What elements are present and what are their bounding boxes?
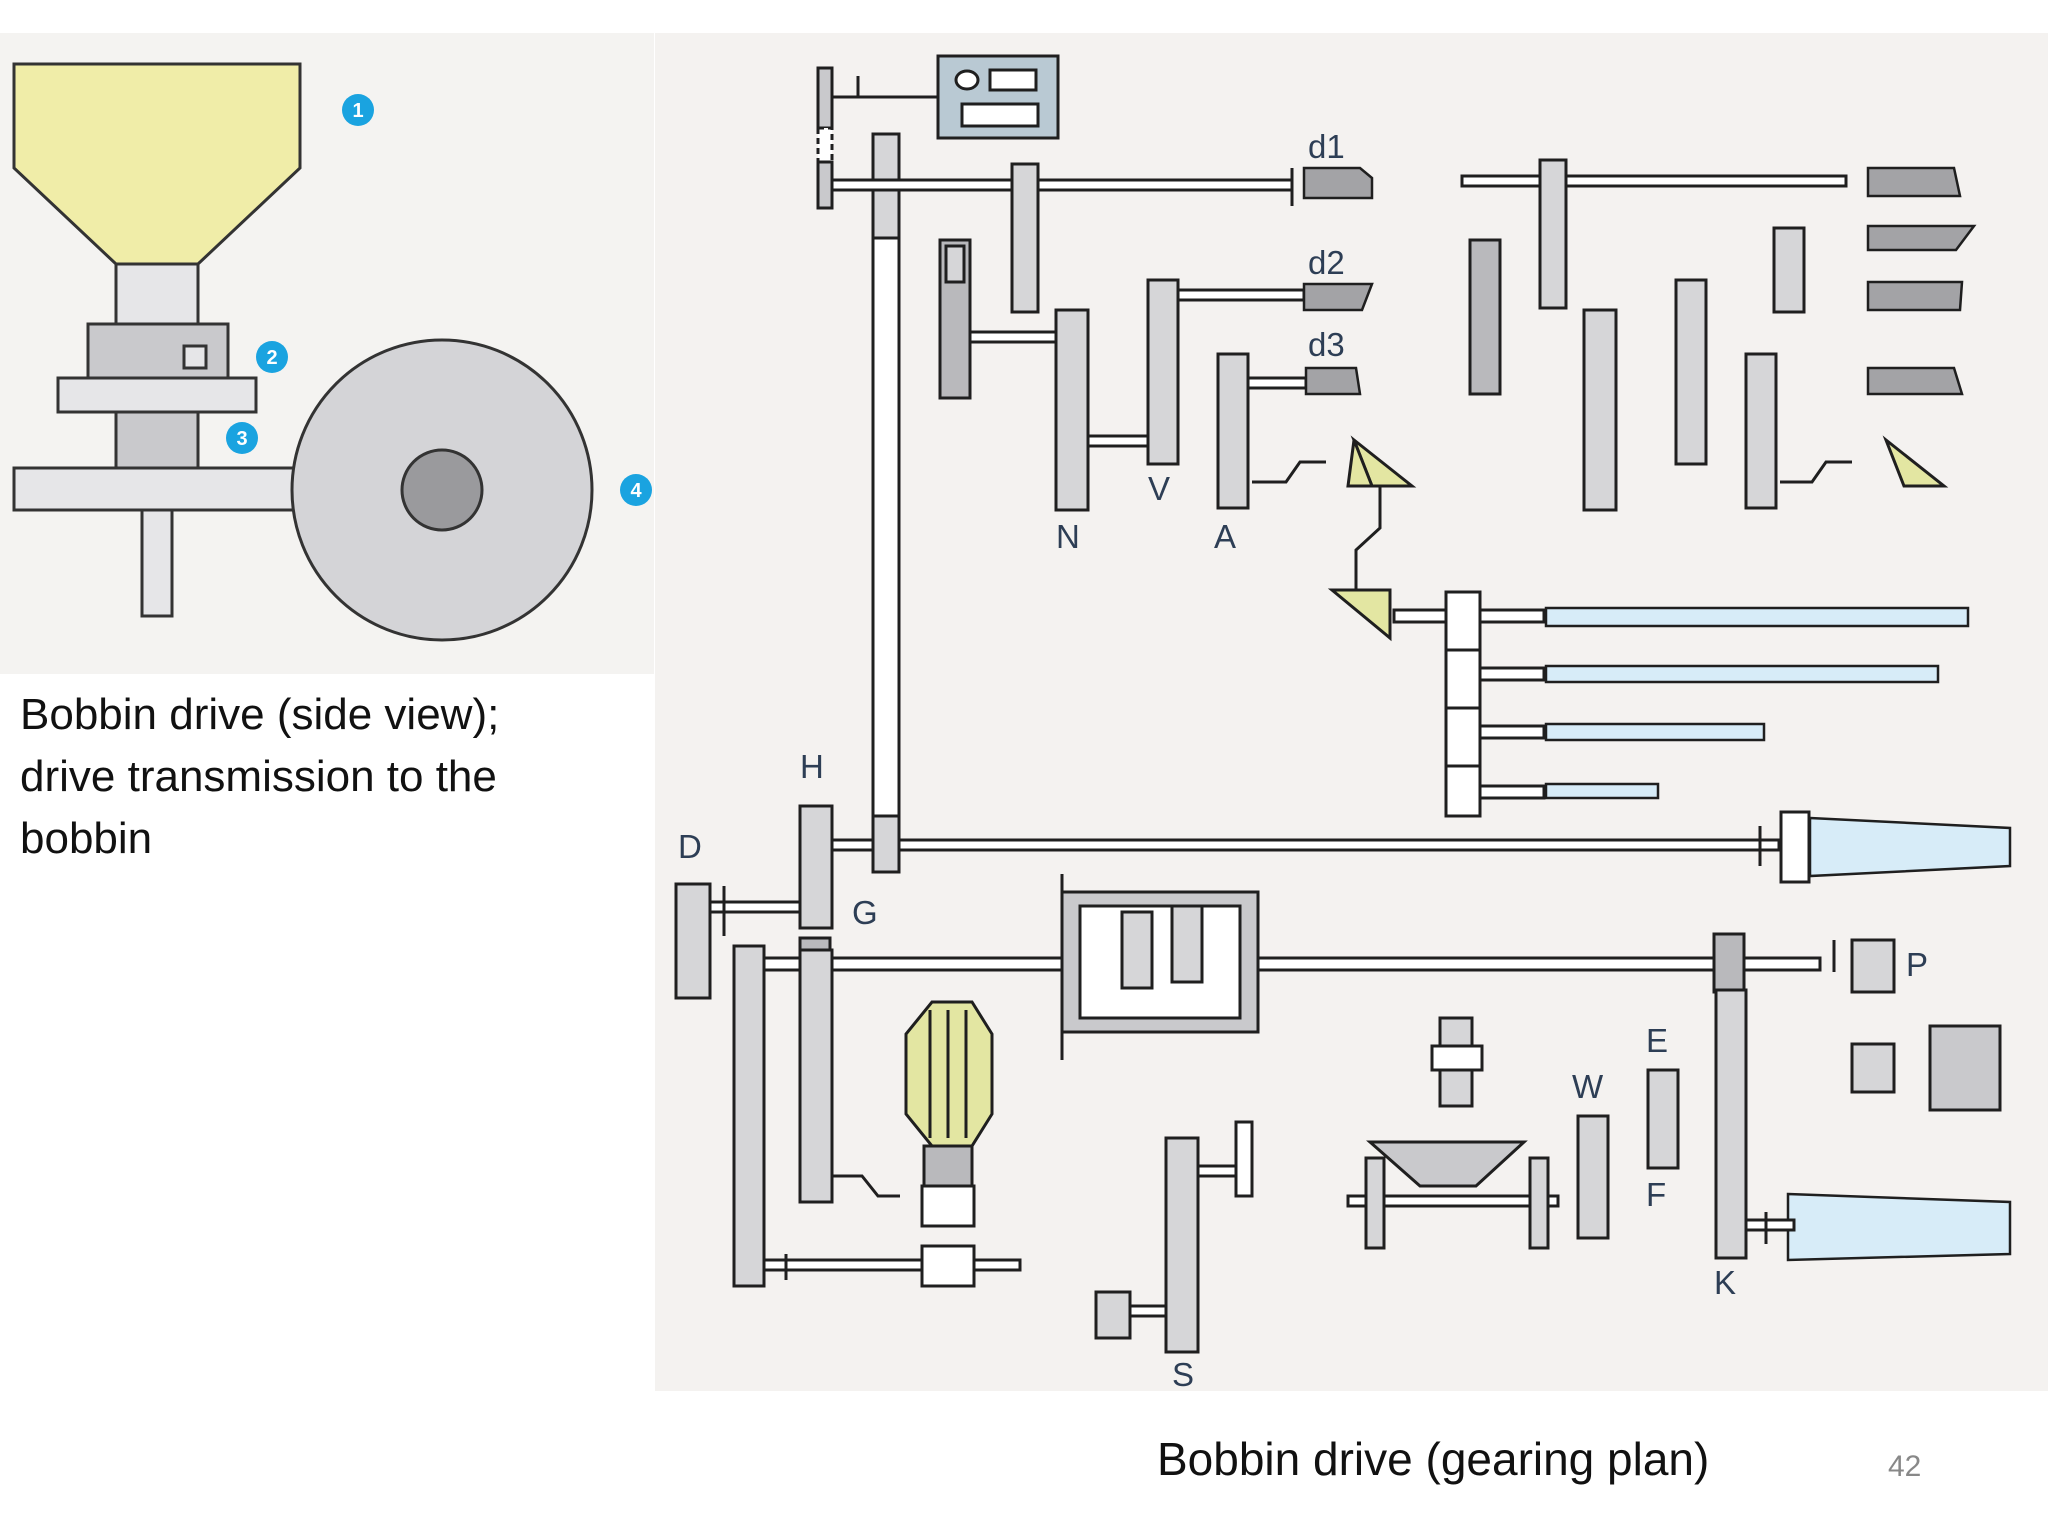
lower-shaft [140, 508, 174, 618]
page-number: 42 [1888, 1450, 1922, 1483]
label-F: F [1646, 1176, 1666, 1213]
callout-2: 2 [256, 341, 288, 373]
stem [114, 262, 200, 326]
side-view-caption: Bobbin drive (side view); drive transmis… [20, 690, 500, 863]
label-G: G [852, 894, 878, 931]
clutch-notch [182, 344, 208, 370]
label-d2: d2 [1308, 244, 1345, 281]
svg-text:1: 1 [352, 100, 363, 122]
spindle-body [114, 410, 200, 470]
gearing-plan [674, 54, 2012, 1354]
label-H: H [800, 748, 824, 785]
label-d3: d3 [1308, 326, 1345, 363]
svg-text:3: 3 [236, 428, 247, 450]
label-P: P [1906, 946, 1928, 983]
svg-text:2: 2 [266, 347, 277, 369]
label-S: S [1172, 1356, 1194, 1393]
gearing-plan-caption: Bobbin drive (gearing plan) [1157, 1433, 1710, 1485]
callout-4: 4 [620, 474, 652, 506]
bobbin-side-view: 1 2 3 4 [12, 62, 652, 642]
base-bar [12, 466, 304, 512]
gear-labels: d1 d2 d3 N V A H D G P E W F K S [678, 128, 1928, 1393]
label-D: D [678, 828, 702, 865]
label-K: K [1714, 1264, 1736, 1301]
label-d1: d1 [1308, 128, 1345, 165]
label-A: A [1214, 518, 1236, 555]
callout-3: 3 [226, 422, 258, 454]
flange-plate [56, 376, 258, 414]
label-W: W [1572, 1068, 1604, 1105]
label-V: V [1148, 470, 1170, 507]
label-N: N [1056, 518, 1080, 555]
svg-text:4: 4 [630, 480, 642, 502]
hopper [12, 62, 302, 266]
label-E: E [1646, 1022, 1668, 1059]
callout-1: 1 [342, 94, 374, 126]
drive-disc-hub [400, 448, 484, 532]
